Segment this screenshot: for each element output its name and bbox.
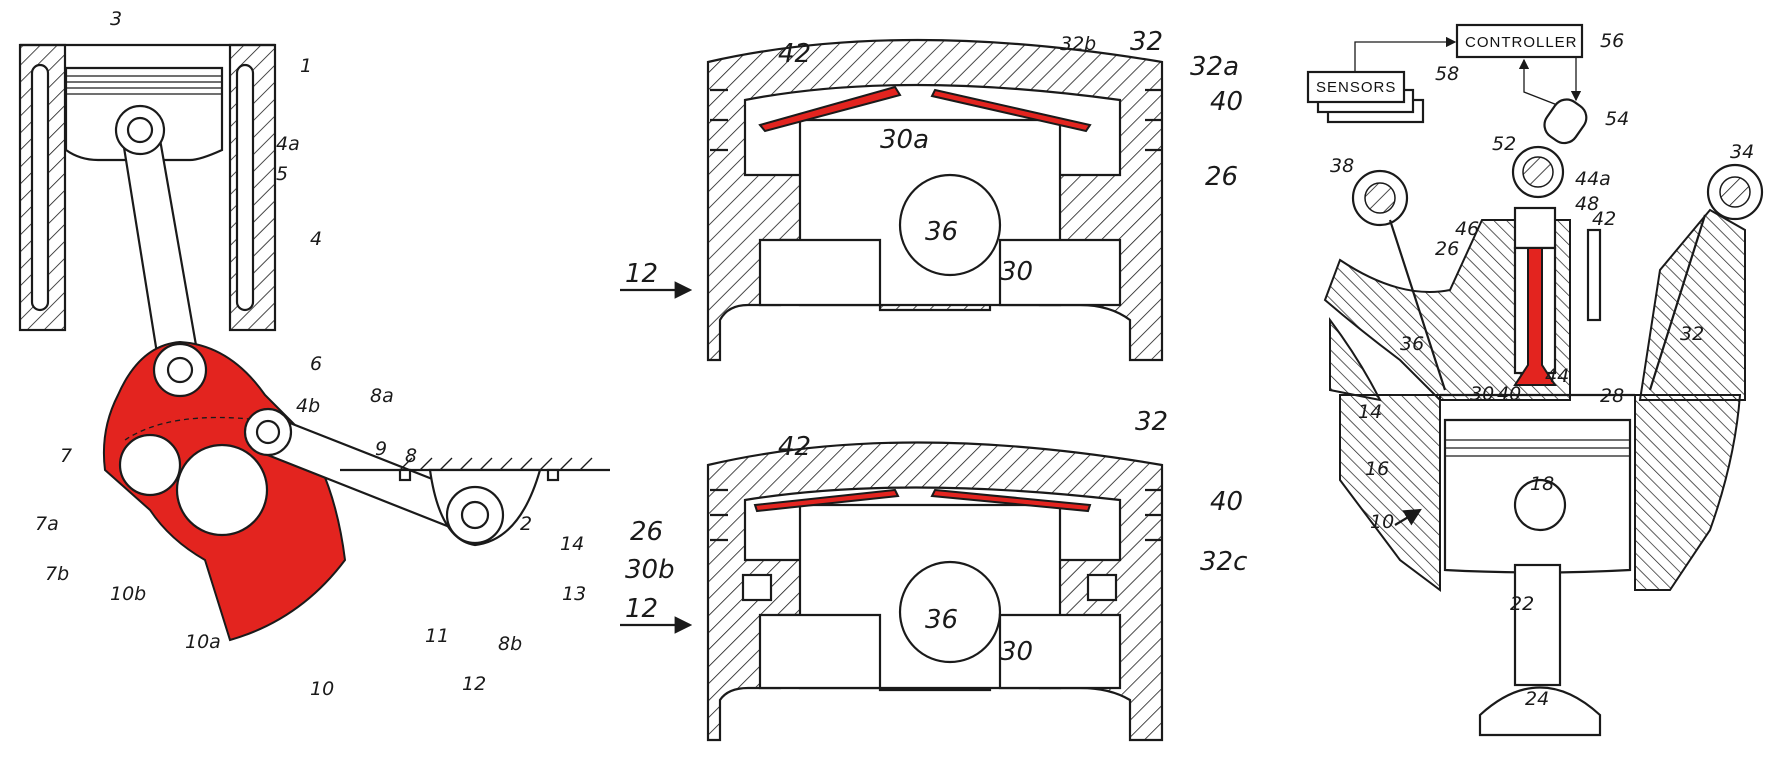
label: 10 — [310, 678, 334, 700]
label: 30 — [1470, 383, 1494, 405]
label: 36 — [925, 217, 958, 247]
connecting-rod-22 — [1513, 563, 1562, 687]
label: 7b — [45, 563, 69, 585]
label: 26 — [1205, 162, 1238, 192]
label: 36 — [925, 605, 958, 635]
label: 7a — [35, 513, 59, 535]
label: 14 — [1358, 401, 1382, 423]
label: 46 — [1455, 218, 1479, 240]
label: 7 — [60, 445, 72, 467]
insert-42-right — [930, 488, 1092, 513]
insert-42-left — [753, 488, 900, 513]
label: 4b — [296, 395, 320, 417]
label: 18 — [1530, 473, 1554, 495]
connecting-rod — [120, 126, 202, 374]
label: 30 — [1000, 637, 1033, 667]
label: 2 — [520, 513, 532, 535]
label: 56 — [1600, 30, 1624, 52]
label: 54 — [1605, 108, 1629, 130]
label: 30b — [625, 555, 675, 585]
insert-42-right — [930, 88, 1092, 133]
label: 14 — [560, 533, 584, 555]
label: 32 — [1130, 27, 1163, 57]
label: 10a — [185, 631, 221, 653]
label: 40 — [1210, 487, 1243, 517]
label: 44a — [1575, 168, 1611, 190]
label: 44 — [1545, 365, 1569, 387]
tappet-44a — [1513, 206, 1557, 250]
actuator-54 — [1543, 98, 1588, 145]
eccentric-10a — [175, 443, 269, 537]
label: 48 — [1575, 193, 1599, 215]
pin-bore-36 — [898, 173, 1002, 277]
label: 3 — [110, 8, 122, 30]
label: 12 — [625, 259, 658, 289]
label: 10 — [1370, 511, 1394, 533]
valve-44 — [1513, 247, 1557, 386]
figure-piston-bottom: 42 32 40 26 30b 32c 36 12 30 — [620, 407, 1247, 742]
label: 42 — [778, 39, 811, 69]
figure-linkage: 3 1 4a 5 4 6 4b 8a 7 9 8 2 7a 7b 10b 10a… — [18, 8, 610, 700]
label: 4 — [310, 228, 322, 250]
label: 36 — [1400, 333, 1424, 355]
spark-plug-42 — [1586, 228, 1602, 322]
label: 32a — [1190, 52, 1239, 82]
label: 58 — [1435, 63, 1459, 85]
label: 1 — [300, 55, 312, 77]
label: 40 — [1497, 383, 1521, 405]
sensors-label: SENSORS — [1316, 79, 1396, 96]
label: 12 — [462, 673, 486, 695]
label: 28 — [1600, 385, 1624, 407]
hole-10b — [118, 433, 182, 497]
label: 22 — [1510, 593, 1534, 615]
label: 40 — [1210, 87, 1243, 117]
label: 26 — [1435, 238, 1459, 260]
label: 9 — [375, 438, 387, 460]
label: 26 — [630, 517, 663, 547]
label: 30 — [1000, 257, 1033, 287]
label: 11 — [425, 625, 449, 647]
liner-left — [30, 63, 50, 312]
label: 32b — [1060, 33, 1096, 55]
label: 32 — [1680, 323, 1704, 345]
controller-label: CONTROLLER — [1465, 34, 1578, 51]
label: 38 — [1330, 155, 1354, 177]
label: 6 — [310, 353, 322, 375]
label: 24 — [1525, 688, 1549, 710]
label: 8a — [370, 385, 394, 407]
label: 52 — [1492, 133, 1516, 155]
crank-24 — [1478, 686, 1602, 737]
figure-engine: CONTROLLER SENSORS 56 58 — [1306, 23, 1764, 737]
controller-box — [1455, 23, 1584, 59]
label: 16 — [1365, 458, 1389, 480]
insert-42-left — [758, 85, 902, 133]
liner-right — [235, 63, 255, 312]
label: 13 — [562, 583, 586, 605]
label: 8b — [498, 633, 522, 655]
label: 32c — [1200, 547, 1247, 577]
label: 8 — [405, 445, 417, 467]
sensors-box — [1306, 70, 1406, 104]
label: 34 — [1730, 141, 1754, 163]
figure-piston-top: 42 32b 32 32a 40 30a 26 36 12 30 — [620, 27, 1243, 362]
label: 10b — [110, 583, 146, 605]
label: 42 — [1592, 208, 1616, 230]
label: 4a — [276, 133, 300, 155]
label: 12 — [625, 594, 658, 624]
label: 42 — [778, 432, 811, 462]
label: 32 — [1135, 407, 1168, 437]
label: 5 — [276, 163, 288, 185]
label: 30a — [880, 125, 929, 155]
